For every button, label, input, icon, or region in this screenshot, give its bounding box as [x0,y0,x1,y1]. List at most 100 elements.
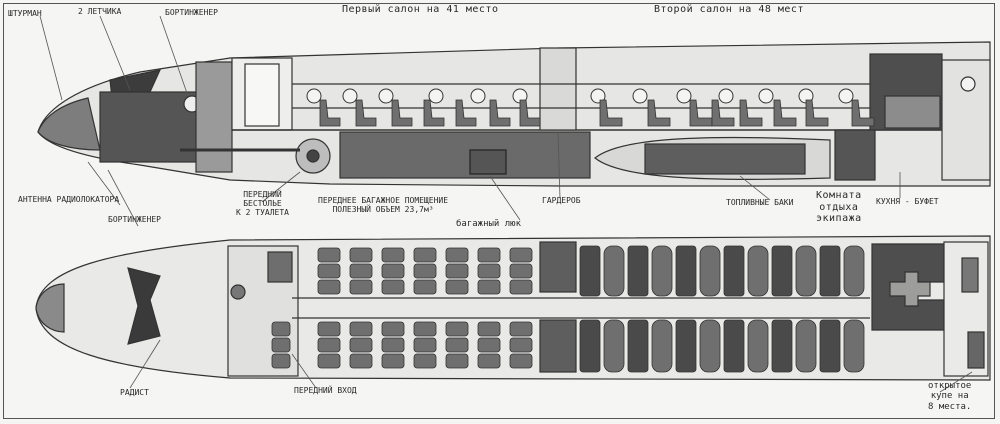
plan-table-second-cabin [747,245,769,297]
plan-seat-front [271,337,291,353]
plan-seat-second-cabin [675,245,697,297]
plan-seat-second-cabin [771,245,793,297]
side-window [590,88,606,104]
rear-porthole [960,76,976,92]
plan-seat-first-cabin [477,263,501,279]
plan-table-second-cabin [747,319,769,373]
plan-table-second-cabin [843,245,865,297]
label-compartment-line3: 8 места. [928,401,972,412]
nose-cone [37,97,101,151]
label-wardrobe: ГАРДЕРОБ [542,196,581,205]
plan-seat-first-cabin [413,263,437,279]
side-seat-second-cabin [851,99,875,127]
side-seat-second-cabin [599,99,623,127]
plan-wardrobe-top [539,241,577,293]
plan-seat-front [271,353,291,369]
plan-seat-first-cabin [445,321,469,337]
plan-seat-first-cabin [381,321,405,337]
plan-seat-first-cabin [509,353,533,369]
front-door [244,63,280,127]
galley-panel [884,95,941,129]
plan-seat-second-cabin [675,319,697,373]
label-front-gear-line2: БЕСТОЛЬЕ [243,199,282,209]
label-compartment-line2: купе на [930,391,969,402]
plan-table-second-cabin [603,245,625,297]
side-seat-second-cabin [773,99,797,127]
label-crew-rest-line2: отдыха [819,201,859,213]
plan-compartment-stairs [961,257,979,293]
side-seats [319,99,875,127]
label-galley: КУХНЯ - БУФЕТ [876,197,939,206]
leader-lines [39,15,973,393]
plan-seat-first-cabin [413,247,437,263]
plan-seat-first-cabin [477,321,501,337]
label-front-gear-line3: К 2 ТУАЛЕТА [236,208,289,218]
label-front-hold: ПЕРЕДНЕЕ БАГАЖНОЕ ПОМЕЩЕНИЕ ПОЛЕЗНЫЙ ОБЪ… [318,196,448,214]
plan-seat-first-cabin [477,337,501,353]
plan-toilet-1 [267,251,293,283]
plan-seat-second-cabin [723,319,745,373]
label-front-gear-line1: ПЕРЕДНИЙ [243,190,282,199]
side-seat-first-cabin [319,99,341,127]
plan-seat-first-cabin [445,247,469,263]
plan-seat-first-cabin [509,337,533,353]
plan-table-second-cabin [795,319,817,373]
side-seat-second-cabin [711,99,735,127]
plan-seat-first-cabin [413,353,437,369]
label-flight-engineer-top: БОРТИНЖЕНЕР [165,8,218,17]
fuel-tank-inner [644,143,806,175]
label-front-entrance: ПЕРЕДНИЙ ВХОД [294,386,357,395]
plan-table-second-cabin [699,245,721,297]
side-seat-first-cabin [423,99,445,127]
label-fuel-tanks: ТОПЛИВНЫЕ БАКИ [726,198,794,207]
plan-seat-first-cabin [509,247,533,263]
plan-seat-first-cabin [445,263,469,279]
plan-seat-first-cabin [317,321,341,337]
plan-cockpit-windshield [127,267,161,345]
plan-table-second-cabin [651,245,673,297]
side-window [758,88,774,104]
label-second-cabin: Второй салон на 48 мест [654,4,804,15]
side-window [470,88,486,104]
label-baggage-hatch: багажный люк [456,219,522,229]
plan-compartment-seat [967,331,985,369]
side-seat-first-cabin [355,99,377,127]
plan-nose-radome [35,283,65,333]
label-crew-rest: Комната отдыха экипажа [816,190,862,225]
nose-gear-hub [306,149,320,163]
side-window [428,88,444,104]
label-front-hold-line1: ПЕРЕДНЕЕ БАГАЖНОЕ ПОМЕЩЕНИЕ [318,196,449,205]
plan-seat-first-cabin [445,353,469,369]
plan-table-second-cabin [843,319,865,373]
plan-seat-first-cabin [413,337,437,353]
plan-seat-first-cabin [509,263,533,279]
plan-seat-first-cabin [381,337,405,353]
plan-seat-first-cabin [317,247,341,263]
plan-seat-first-cabin [349,279,373,295]
side-seat-second-cabin [805,99,829,127]
plan-seat-second-cabin [771,319,793,373]
side-window [342,88,358,104]
label-front-gear: ПЕРЕДНИЙ БЕСТОЛЬЕ К 2 ТУАЛЕТА [236,190,289,218]
side-seat-second-cabin [647,99,671,127]
plan-seat-first-cabin [445,279,469,295]
plan-seats [271,245,865,373]
label-crew-rest-line3: экипажа [816,213,862,224]
plan-seat-first-cabin [349,263,373,279]
label-radio-operator: РАДИСТ [120,388,149,397]
plan-seat-first-cabin [381,263,405,279]
plan-seat-first-cabin [381,353,405,369]
plan-seat-first-cabin [413,321,437,337]
side-window [632,88,648,104]
plan-table-second-cabin [795,245,817,297]
side-seat-first-cabin [455,99,477,127]
plan-seat-second-cabin [723,245,745,297]
side-view [37,41,991,187]
plan-seat-first-cabin [381,247,405,263]
side-window [838,88,854,104]
cockpit-bulkhead [195,61,233,173]
plan-seat-first-cabin [317,337,341,353]
front-baggage-hold [339,131,591,179]
